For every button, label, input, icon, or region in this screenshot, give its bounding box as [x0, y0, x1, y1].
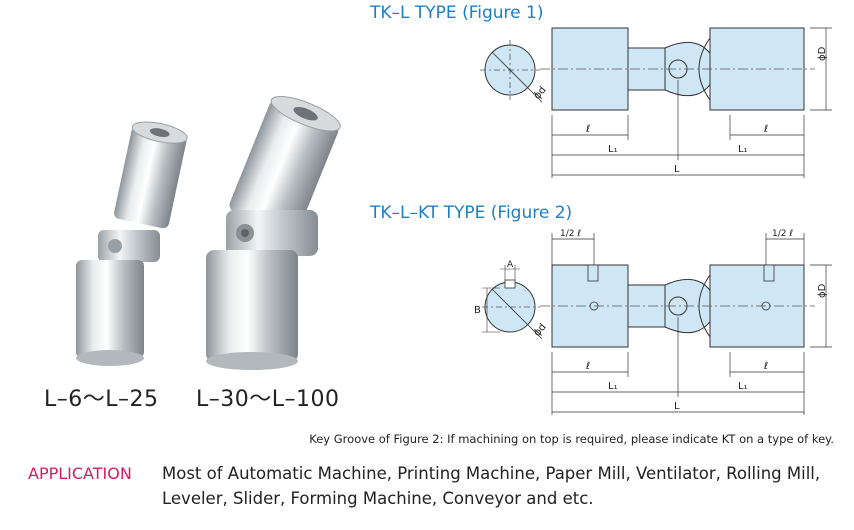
large-size-range-label: L–30〜L–100 [196, 387, 340, 412]
fig1-phi-D-label: ϕD [817, 46, 828, 61]
fig1-L-label: L [674, 164, 680, 175]
large-joint-image [206, 95, 341, 370]
figure-1-title: TK–L TYPE (Figure 1) [370, 3, 544, 23]
fig2-l-right: ℓ [764, 361, 768, 372]
application-text: Most of Automatic Machine, Printing Mach… [162, 461, 852, 511]
fig1-l-left: ℓ [586, 124, 590, 135]
small-joint-image [76, 121, 188, 366]
fig1-L1-right: L₁ [738, 144, 748, 155]
fig2-l-left: ℓ [586, 361, 590, 372]
application-label: APPLICATION [28, 464, 132, 483]
fig2-B-label: B [474, 305, 481, 316]
application-line-1: Most of Automatic Machine, Printing Mach… [162, 464, 821, 483]
figure-2-title: TK–L–KT TYPE (Figure 2) [370, 203, 573, 223]
figure-2-drawing: 1/2 ℓ 1/2 ℓ A B ϕd ϕD ℓ ℓ L₁ L₁ L [474, 229, 832, 415]
fig2-L-label: L [674, 401, 680, 412]
fig1-l-right: ℓ [764, 124, 768, 135]
fig2-half-l-right: 1/2 ℓ [772, 229, 793, 239]
fig2-L1-left: L₁ [608, 381, 618, 392]
key-groove-note: Key Groove of Figure 2: If machining on … [309, 432, 834, 446]
fig2-L1-right: L₁ [738, 381, 748, 392]
fig1-L1-left: L₁ [608, 144, 618, 155]
small-size-range-label: L–6〜L–25 [44, 387, 159, 412]
fig2-phi-d-label: ϕd [532, 322, 549, 339]
fig2-phi-D-label: ϕD [817, 283, 828, 298]
fig2-A-label: A [507, 260, 514, 270]
figure-1-drawing: ϕd ϕD ℓ ℓ L₁ L₁ L [480, 27, 832, 178]
application-line-2: Leveler, Slider, Forming Machine, Convey… [162, 489, 594, 508]
product-photo [76, 95, 341, 370]
fig2-half-l-left: 1/2 ℓ [560, 229, 581, 239]
fig1-phi-d-label: ϕd [532, 85, 549, 102]
